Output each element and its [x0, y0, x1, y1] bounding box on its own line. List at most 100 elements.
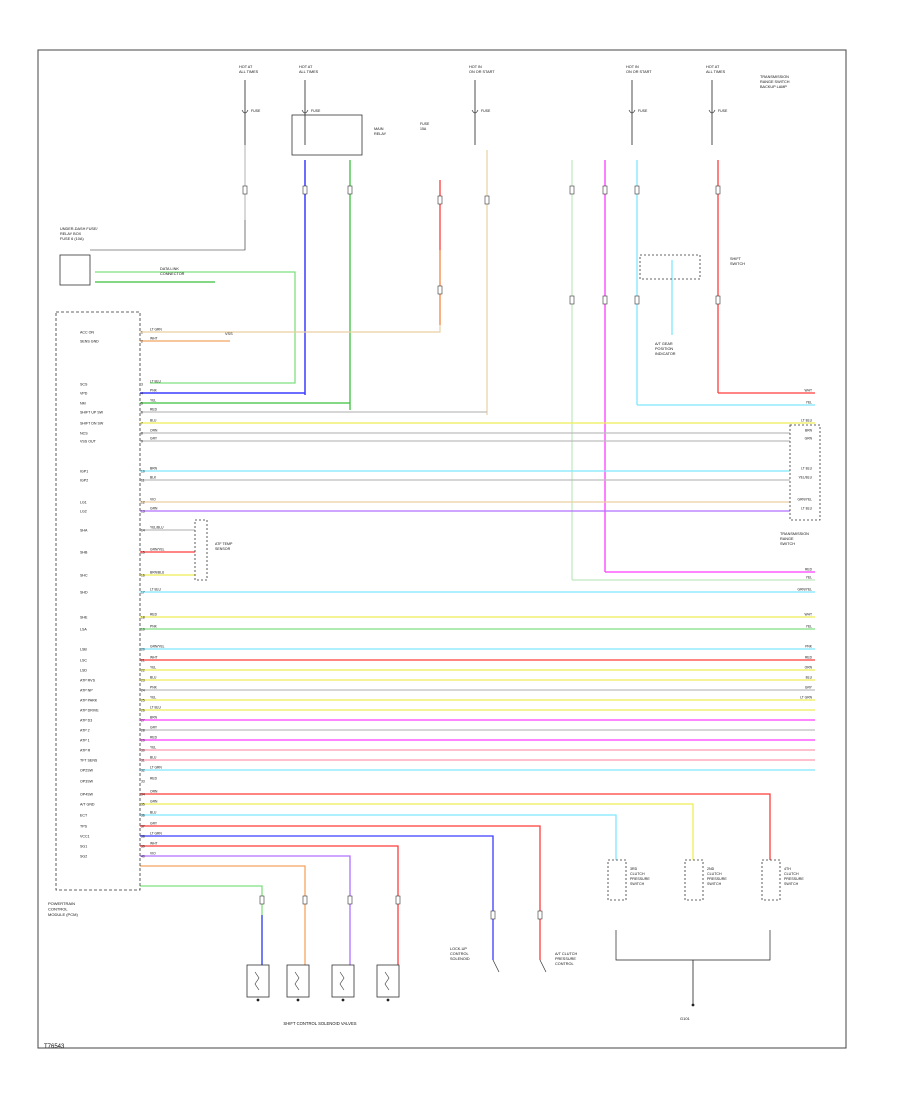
pcm-pin-7: NCS [80, 432, 88, 436]
ground-dot [691, 1003, 695, 1007]
fuse-text-4: FUSE [718, 109, 728, 113]
pcm-pin-11: LG1 [80, 501, 87, 505]
pcm-pin-33: OP4SW [80, 793, 94, 797]
fuse-symbol-3 [628, 109, 636, 114]
pcm-module-box [55, 311, 141, 891]
pressure-switch-label-1-2: PRESSURE [707, 877, 727, 881]
pcm-pin-4: NM [80, 402, 86, 406]
pcm-pin-num-20: 21 [141, 659, 145, 663]
source-label-0-0: HOT AT [239, 65, 253, 69]
pressure-switch-1 [684, 859, 704, 901]
pressure-switch-label-0-0: 3RD [630, 867, 638, 871]
connector-16 [347, 895, 353, 905]
pcm-pin-38: SG1 [80, 845, 87, 849]
ground-label-0: G101 [680, 1016, 691, 1021]
pcm-pin-num-32: 33 [141, 780, 145, 784]
pcm-pin-num-11: 12 [141, 501, 145, 505]
wire-tan-top [140, 325, 441, 333]
pcm-pin-num-15: 16 [141, 574, 145, 578]
wire-label-22: BLU [150, 676, 157, 680]
connector-4 [484, 195, 490, 205]
lock-up-label-0: LOCK-UP [450, 947, 467, 951]
lock-up2-label-0: A/T CLUTCH [555, 952, 578, 956]
pcm-pin-num-2: 3 [141, 383, 143, 387]
wire-label-8: GRY [150, 437, 158, 441]
wire-label-25: LT BLU [150, 706, 161, 710]
source-label-0-1: ALL TIMES [239, 70, 259, 74]
fuse-symbol-4 [708, 109, 716, 114]
pressure-switch-label-2-3: SWITCH [784, 882, 799, 886]
left-top-box-label-1: RELAY BOX [60, 232, 82, 236]
pcm-pin-13: SHA [80, 529, 88, 533]
pcm-pin-3: VPD [80, 392, 88, 396]
wire-label-18: PNK [150, 625, 158, 629]
pcm-pin-num-8: 9 [141, 440, 143, 444]
lock-up2-label-1: PRESSURE [555, 957, 576, 961]
pcm-pin-34: A/T GND [80, 803, 95, 807]
pcm-pin-26: ATP D3 [80, 719, 92, 723]
pcm-pin-num-4: 5 [141, 402, 143, 406]
pcm-pin-31: OP2SW [80, 769, 94, 773]
range-switch-box [789, 424, 821, 521]
right-wire-label-19: LT GRN [800, 696, 812, 700]
connector-10 [602, 295, 608, 305]
pcm-pin-37: VCC1 [80, 835, 90, 839]
pressure-switch-label-0-2: PRESSURE [630, 877, 650, 881]
right-wire-label-2: LT BLU [801, 419, 812, 423]
connector-18 [490, 910, 496, 920]
solenoid-coil-3 [384, 971, 390, 991]
fluid-temp-label-0: ATF TEMP [215, 542, 233, 546]
pcm-pin-num-5: 6 [141, 411, 143, 415]
pcm-pin-num-33: 34 [141, 793, 145, 797]
pressure-switch-label-1-3: SWITCH [707, 882, 722, 886]
wire-label-21: YEL [150, 666, 156, 670]
source-label-4-0: HOT AT [706, 65, 720, 69]
data-link-label-0: DATA LINK [160, 267, 179, 271]
connector-8 [715, 185, 721, 195]
pcm-pin-17: SHE [80, 616, 88, 620]
left-top-box-label-2: FUSE 6 (10A) [60, 237, 84, 241]
solenoid-ground-dot-2 [341, 998, 345, 1002]
pressure-switch-label-0-1: CLUTCH [630, 872, 645, 876]
right-wire-label-6: YEL/BLU [798, 476, 812, 480]
left-top-box-label-0: UNDER-DASH FUSE/ [60, 227, 98, 231]
connector-12 [715, 295, 721, 305]
source-label-1-0: HOT AT [299, 65, 313, 69]
pcm-pin-num-31: 32 [141, 769, 145, 773]
fluid-temp-label-1: SENSOR [215, 547, 231, 551]
pcm-pin-35: ECT [80, 814, 88, 818]
wire-label-11: VIO [150, 498, 156, 502]
solenoid-ground-dot-3 [386, 998, 390, 1002]
pressure-switch-label-2-1: CLUTCH [784, 872, 799, 876]
wire-ltgrn-sol1 [140, 885, 263, 965]
right-wire-label-8: LT BLU [801, 507, 812, 511]
wire-label-14: GRN/YEL [150, 548, 165, 552]
fluid-temp-box [194, 519, 208, 581]
wire-label-35: BLU [150, 811, 157, 815]
pcm-pin-28: ATP 1 [80, 739, 90, 743]
pcm-module-name-0: POWERTRAIN [48, 901, 75, 906]
wire-label-3: PNK [150, 389, 158, 393]
relay-box [291, 114, 363, 156]
wire-label-38: WHT [150, 842, 158, 846]
source-label-2-1: ON OR START [469, 70, 495, 74]
pcm-pin-num-21: 22 [141, 669, 145, 673]
connector-0 [242, 185, 248, 195]
pcm-pin-num-18: 19 [141, 628, 145, 632]
pcm-pin-0: ACC ON [80, 331, 94, 335]
top-right-box-label-2: BACKUP LAMP [760, 85, 787, 89]
right-wire-label-11: GRN/YEL [798, 588, 813, 592]
vss-label-0: VSS [225, 332, 233, 336]
pcm-pin-num-16: 17 [141, 591, 145, 595]
wire-label-23: PNK [150, 686, 158, 690]
fuse-symbol-1 [301, 109, 309, 114]
right-wire-label-18: GRY [805, 686, 813, 690]
range-switch-label-1: RANGE [780, 537, 794, 541]
pcm-pin-num-10: 11 [141, 479, 145, 483]
right-wire-label-5: LT BLU [801, 467, 812, 471]
right-wire-label-3: BRN [805, 429, 813, 433]
shift-switch-label-1: SWITCH [730, 262, 745, 266]
pcm-pin-19: LSB [80, 648, 87, 652]
